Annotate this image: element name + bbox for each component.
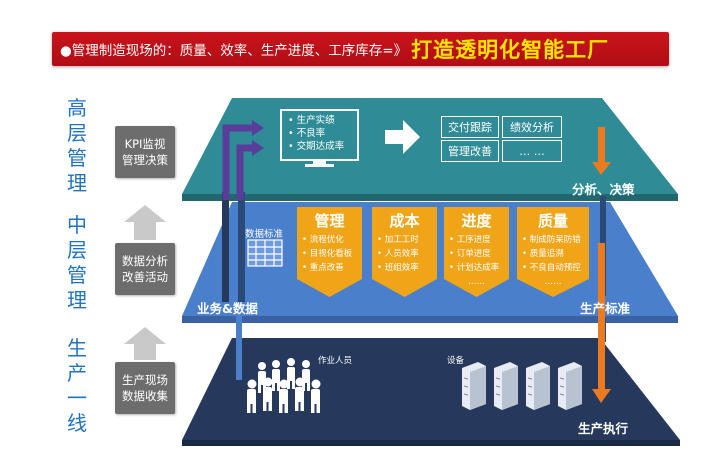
top-layer-caption: 分析、决策 [572,182,635,197]
card-item: • 工序进度 [449,235,491,245]
card-title: 管理 [314,212,345,230]
card-item: • 不良自动预控 [522,263,581,273]
box-ellipsis: … … [502,140,562,162]
card-item: …… [468,277,485,287]
card-quality: 质量 • 制成防呆防错 • 质量追溯 • 不良自动预控 …… [517,207,589,297]
card-item: • 重点改善 [302,263,344,273]
purple-arrow-head-2 [252,140,264,156]
orange-bar-bottom [598,243,605,391]
title-banner: ●管理制造现场的：质量、效率、生产进度、工序库存=》 打造透明化智能工厂 [52,32,669,66]
worker-icon [287,358,295,389]
box-management-improvement: 管理改善 [441,140,499,162]
card-management: 管理 • 流程优化 • 目视化看板 • 重点改善 [297,207,362,297]
connector-bar-mid [238,192,245,302]
middle-layer-edge [182,316,678,323]
banner-accent: 打造透明化智能工厂 [411,38,610,62]
server-icon-group [462,362,582,410]
card-item: • 流程优化 [302,235,344,245]
card-item: …… [544,277,562,287]
banner-text: ●管理制造现场的：质量、效率、生产进度、工序库存=》 [60,43,408,59]
card-title: 成本 [389,212,420,230]
monitor-item: • 交期达成率 [288,141,345,152]
card-progress: 进度 • 工序进度 • 订单进度 • 计划达成率 …… [444,207,509,297]
box-delivery-tracking: 交付跟踪 [441,116,499,138]
workers-label: 作业人员 [318,356,353,366]
worker-icon [295,377,305,411]
connector-bar-low [236,316,242,380]
top-layer [182,98,678,194]
side-box-collection-line2: 数据收集 [122,389,168,403]
side-box-collection-line1: 生产现场 [122,373,168,387]
card-item: • 计划达成率 [449,263,500,273]
connector-bar-left [222,192,229,302]
side-label-front: 生产一线 [67,336,87,435]
worker-icon [279,379,289,413]
worker-icon [311,379,321,413]
purple-arrows [222,124,252,200]
equipment-label: 设备 [447,356,465,366]
server-icon [558,362,582,410]
card-cost: 成本 • 加工工时 • 人员效率 • 班组效率 [372,207,437,297]
monitor-item: • 不良率 [288,128,326,139]
card-item: • 质量追溯 [522,249,564,259]
card-title: 质量 [537,212,568,230]
side-box-kpi: KPI监视 管理决策 [115,126,175,178]
card-title: 进度 [461,212,492,230]
bottom-layer-edge [182,440,680,446]
monitor-item: • 生产实绩 [288,115,335,126]
card-item: • 人员效率 [377,249,419,259]
server-icon [494,362,518,410]
card-item: • 制成防呆防错 [522,235,581,245]
worker-icon-group [247,358,321,413]
side-box-analysis-line1: 数据分析 [122,254,168,268]
side-box-collection: 生产现场 数据收集 [115,362,175,414]
worker-icon [247,379,257,413]
side-label-mid: 中层管理 [67,213,87,312]
orange-bar-top [598,127,605,165]
side-label-high: 高层管理 [67,96,87,195]
up-arrow-icon [124,205,166,240]
worker-icon [302,360,310,391]
side-box-kpi-line1: KPI监视 [124,137,166,151]
card-item: • 订单进度 [449,249,491,259]
server-icon [462,362,486,410]
side-box-analysis-line2: 改善活动 [122,270,168,284]
worker-icon [263,377,273,411]
worker-icon [272,360,280,391]
up-arrow-icon [124,327,166,360]
data-standard-label: 数据标准 [245,229,284,240]
mid-layer-caption-right: 生产标准 [580,301,631,316]
purple-arrow-head-1 [252,120,264,136]
monitor-icon [280,109,359,167]
box-performance-analysis: 绩效分析 [502,116,562,138]
right-arrow-icon [385,120,420,154]
card-item: • 目视化看板 [302,249,353,259]
orange-arrow-head-top [592,162,611,175]
side-box-analysis: 数据分析 改善活动 [115,243,175,295]
mid-layer-caption-left: 业务&数据 [197,301,258,316]
server-icon [526,362,550,410]
card-item: • 加工工时 [377,235,419,245]
top-layer-edge [182,194,678,201]
card-item: • 班组效率 [377,263,419,273]
table-icon [247,239,283,267]
orange-arrow-head-bottom [592,389,611,403]
side-box-kpi-line2: 管理决策 [122,153,168,167]
monitor-items: • 生产实绩 • 不良率 • 交期达成率 [288,114,344,153]
bottom-layer-caption: 生产执行 [578,421,629,436]
